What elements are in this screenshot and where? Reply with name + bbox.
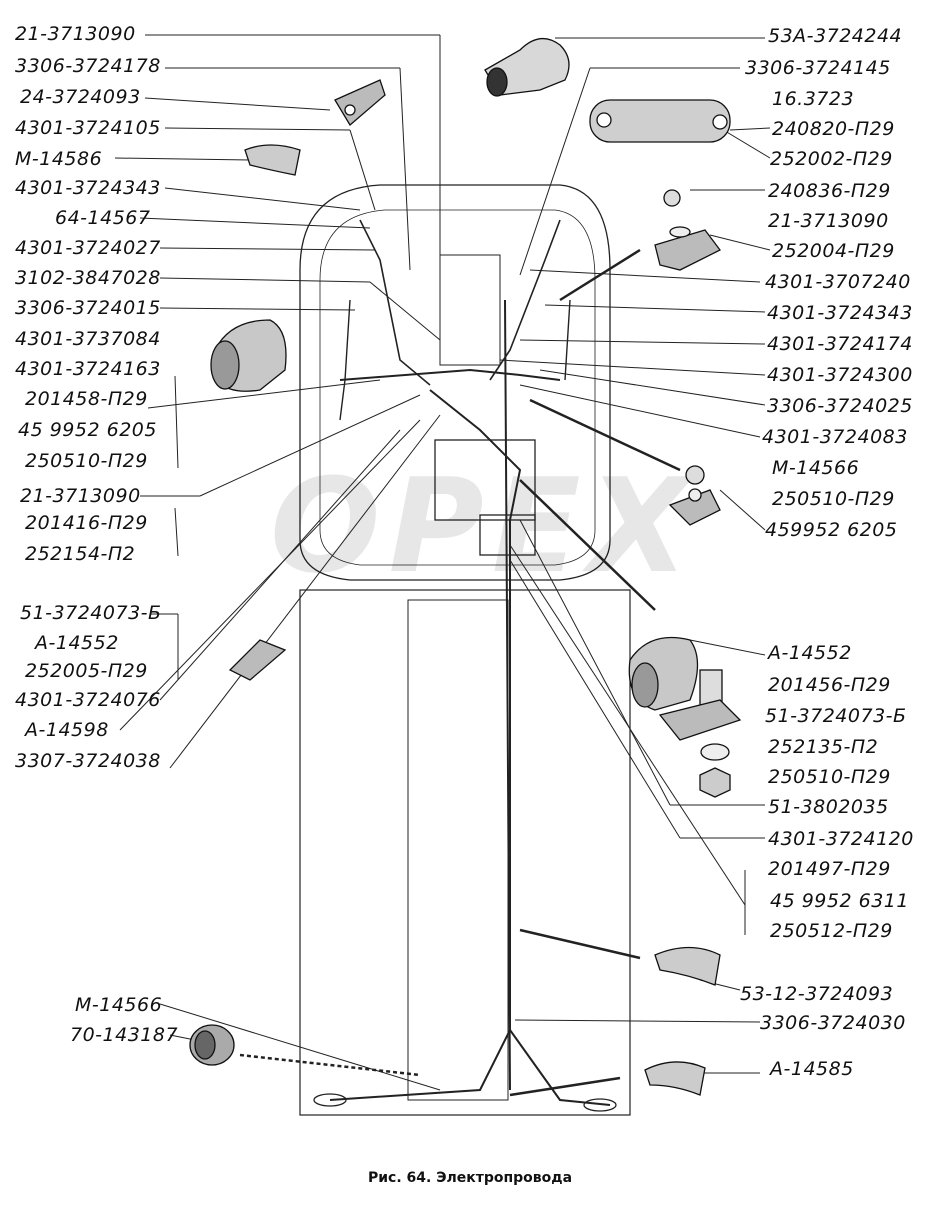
label-left-24: 3307-3724038: [15, 750, 161, 772]
label-right-5: 252002-П29: [770, 148, 893, 170]
label-right-25: 201497-П29: [768, 858, 891, 880]
label-left-23: A-14598: [25, 719, 109, 741]
label-left-6: 4301-3724343: [15, 177, 161, 199]
label-right-10: 4301-3724343: [767, 302, 913, 324]
label-right-2: 3306-3724145: [745, 57, 891, 79]
label-left-11: 4301-3737084: [15, 328, 161, 350]
bracket-top-left: [334, 79, 386, 126]
chassis-frame: [299, 589, 631, 1116]
label-left-3: 24-3724093: [20, 86, 141, 108]
label-left-15: 250510-П29: [25, 450, 148, 472]
label-left-2: 3306-3724178: [15, 55, 161, 77]
label-right-28: 53-12-3724093: [740, 983, 894, 1005]
bracket-right-top: [654, 229, 721, 271]
label-right-17: 459952 6205: [765, 519, 898, 541]
label-left-21: 252005-П29: [25, 660, 148, 682]
label-right-3: 16.3723: [772, 88, 855, 110]
label-left-12: 4301-3724163: [15, 358, 161, 380]
rubber-cap-opening: [486, 67, 508, 97]
label-right-27: 250512-П29: [770, 920, 893, 942]
label-right-11: 4301-3724174: [767, 333, 913, 355]
label-left-18: 252154-П2: [25, 543, 136, 565]
label-right-23: 51-3802035: [768, 796, 889, 818]
clip-m14586: [244, 144, 301, 176]
main-harness: [329, 368, 611, 1106]
label-right-7: 21-3713090: [768, 210, 889, 232]
label-left-19: 51-3724073-Б: [20, 602, 162, 624]
frame-rail-left: [407, 599, 509, 1101]
clamp-a14552-left: [228, 639, 287, 681]
engine-block: [439, 254, 501, 366]
figure-caption: Рис. 64. Электропровода: [367, 1170, 573, 1186]
label-right-21: 252135-П2: [768, 736, 879, 758]
label-right-8: 252004-П29: [772, 240, 895, 262]
label-left-17: 201416-П29: [25, 512, 148, 534]
label-right-1: 53A-3724244: [768, 25, 903, 47]
label-right-4: 240820-П29: [772, 118, 895, 140]
rear-lamp-left: [313, 1093, 347, 1107]
gearbox: [434, 439, 536, 521]
label-right-15: M-14566: [772, 457, 860, 479]
label-right-14: 4301-3724083: [762, 426, 908, 448]
label-left-7: 64-14567: [55, 207, 151, 229]
label-left-14: 45 9952 6205: [18, 419, 157, 441]
clip-a14585: [644, 1061, 706, 1096]
label-left-16: 21-3713090: [20, 485, 141, 507]
leader-lines-left: [114, 34, 441, 1091]
nut-250510: [699, 767, 731, 798]
label-right-29: 3306-3724030: [760, 1012, 906, 1034]
terminal-hole-left: [596, 112, 612, 128]
label-right-30: A-14585: [770, 1058, 854, 1080]
leader-lines-right: [499, 37, 771, 1097]
label-left-25: M-14566: [75, 994, 163, 1016]
label-left-4: 4301-3724105: [15, 117, 161, 139]
bracket-51-3724073: [658, 699, 742, 741]
terminal-hole-right: [712, 114, 728, 130]
label-left-5: M-14586: [15, 148, 103, 170]
terminal-block: [589, 99, 731, 143]
label-right-26: 45 9952 6311: [770, 890, 909, 912]
clip-53-12-3724093: [654, 946, 721, 986]
label-right-6: 240836-П29: [768, 180, 891, 202]
label-left-9: 3102-3847028: [15, 267, 161, 289]
label-left-26: 70-143187: [70, 1024, 179, 1046]
label-right-24: 4301-3724120: [768, 828, 914, 850]
label-right-18: A-14552: [768, 642, 852, 664]
label-left-10: 3306-3724015: [15, 297, 161, 319]
label-right-22: 250510-П29: [768, 766, 891, 788]
label-left-13: 201458-П29: [25, 388, 148, 410]
battery-box: [479, 514, 536, 556]
cab-inner-outline: [319, 209, 596, 566]
label-left-22: 4301-3724076: [15, 689, 161, 711]
label-left-1: 21-3713090: [15, 23, 136, 45]
label-right-12: 4301-3724300: [767, 364, 913, 386]
label-left-8: 4301-3724027: [15, 237, 161, 259]
label-right-19: 201456-П29: [768, 674, 891, 696]
rear-lamp-right: [583, 1098, 617, 1112]
label-right-13: 3306-3724025: [767, 395, 913, 417]
washer-252135: [700, 743, 730, 761]
part-details: [189, 38, 742, 1096]
cab-outline: [299, 184, 611, 581]
label-right-9: 4301-3707240: [765, 271, 911, 293]
label-right-16: 250510-П29: [772, 488, 895, 510]
label-left-20: A-14552: [35, 632, 119, 654]
label-right-20: 51-3724073-Б: [765, 705, 907, 727]
